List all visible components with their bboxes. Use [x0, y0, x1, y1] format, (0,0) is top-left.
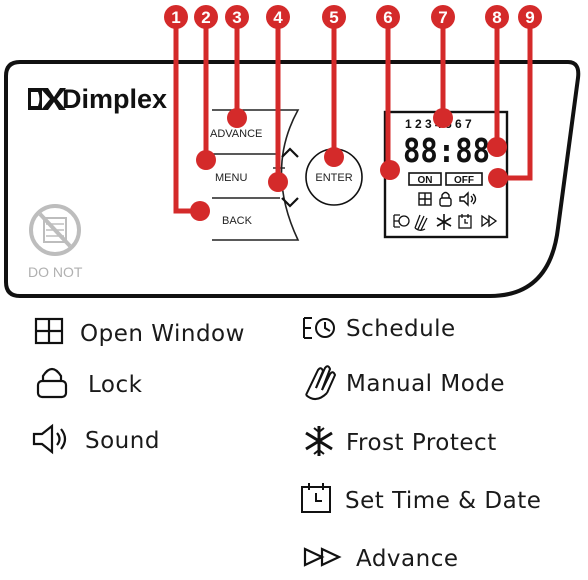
legend-set-time-date: Set Time & Date	[301, 483, 541, 514]
lcd-calendar-icon	[458, 214, 472, 229]
dimplex-logo: Dimplex	[28, 84, 167, 114]
back-button[interactable]: BACK	[222, 215, 253, 227]
time-readout: 88:88	[403, 131, 490, 170]
callout-8-number: 8	[492, 8, 501, 27]
lcd-advance-icon	[481, 214, 498, 228]
schedule-label: Schedule	[346, 316, 456, 342]
callout-2-number: 2	[201, 8, 210, 27]
callout-7-badge	[431, 5, 455, 29]
lcd-schedule-icon	[393, 214, 410, 228]
on-label: ON	[418, 175, 433, 186]
callout-4-number: 4	[273, 8, 283, 27]
legend-manual-mode: Manual Mode	[305, 365, 505, 400]
advance-label: Advance	[356, 546, 459, 572]
callout-6-number: 6	[383, 8, 392, 27]
callout-3-number: 3	[232, 8, 241, 27]
legend-schedule: Schedule	[303, 316, 456, 342]
lock-label: Lock	[88, 372, 143, 398]
manual-mode-icon	[305, 365, 337, 400]
down-arrow-button[interactable]	[281, 197, 299, 208]
callout-8-badge	[485, 5, 509, 29]
legend-lock: Lock	[36, 367, 143, 399]
callout-9-number: 9	[525, 8, 534, 27]
off-box	[445, 172, 483, 186]
callout-6-badge	[376, 5, 400, 29]
menu-button[interactable]: MENU	[215, 172, 247, 184]
sound-icon	[32, 423, 67, 455]
lcd-sound-icon	[459, 191, 477, 207]
callout-1-badge	[164, 5, 188, 29]
callout-dots	[190, 108, 508, 221]
lcd-frost-icon	[436, 214, 452, 230]
lcd-manual-icon	[414, 214, 428, 231]
advance-button[interactable]: ADVANCE	[210, 128, 262, 140]
off-label: OFF	[454, 175, 474, 186]
lock-icon	[36, 367, 68, 399]
legend-sound: Sound	[32, 423, 160, 455]
open-window-icon	[34, 317, 64, 345]
up-arrow-button[interactable]	[281, 147, 299, 158]
callout-3-badge	[225, 5, 249, 29]
manual-mode-label: Manual Mode	[346, 371, 505, 397]
legend-advance: Advance	[303, 546, 459, 572]
frost-protect-icon	[305, 426, 333, 456]
set-time-date-label: Set Time & Date	[345, 488, 541, 514]
legend-frost-protect: Frost Protect	[305, 426, 497, 456]
lcd-window-icon	[418, 192, 432, 206]
advance-icon	[303, 547, 342, 567]
callout-4-badge	[266, 5, 290, 29]
callout-9-badge	[518, 5, 542, 29]
frost-protect-label: Frost Protect	[346, 430, 497, 456]
brand-text: Dimplex	[62, 84, 167, 114]
enter-label: ENTER	[315, 172, 352, 184]
do-not-label: DO NOT	[28, 264, 83, 280]
button-cluster	[212, 109, 300, 241]
on-box	[408, 172, 442, 186]
lcd-lock-icon	[439, 191, 452, 207]
do-not-cover-icon	[29, 204, 81, 256]
callout-7-number: 7	[438, 8, 447, 27]
callout-5-number: 5	[329, 8, 338, 27]
callout-1-number: 1	[171, 8, 180, 27]
legend-open-window: Open Window	[34, 317, 245, 347]
open-window-label: Open Window	[80, 321, 245, 347]
callout-badges: 1 2 3 4 5 6 7 8 9	[164, 5, 542, 29]
callout-5-badge	[322, 5, 346, 29]
schedule-icon	[303, 317, 335, 339]
sound-label: Sound	[85, 428, 160, 454]
set-time-date-icon	[301, 483, 331, 513]
callout-2-badge	[194, 5, 218, 29]
